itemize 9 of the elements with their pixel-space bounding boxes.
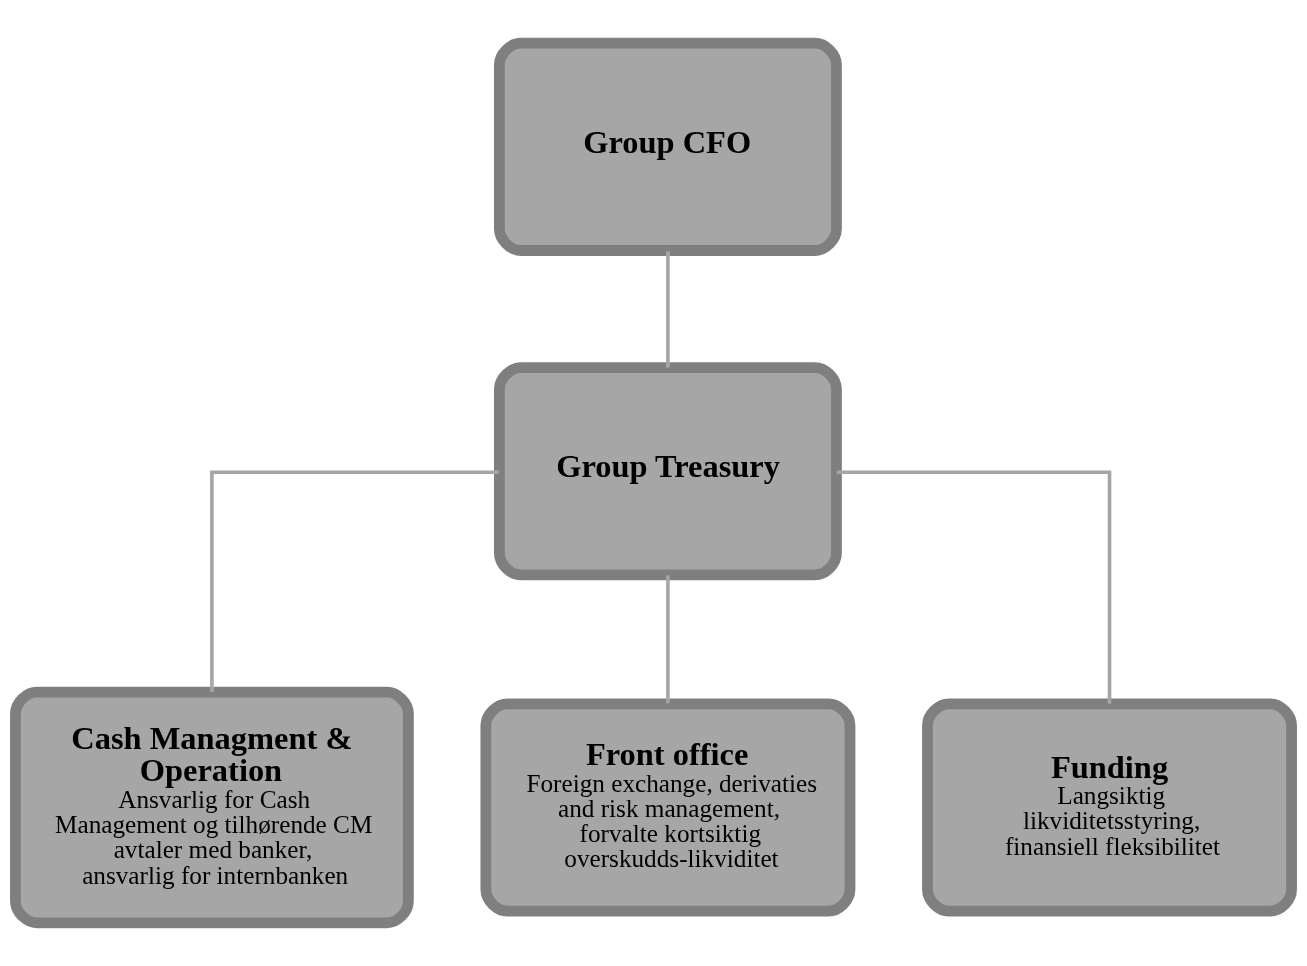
node-box: Funding Langsiktig likviditetsstyring, finansiell fleksibilitet (922, 698, 1297, 917)
connector (666, 251, 670, 368)
connector (666, 575, 670, 704)
connector (210, 470, 499, 693)
node-box: Front office Foreign exchange, derivaties and risk management, forvalte kortsiktig overskudds-likviditet (480, 698, 856, 917)
node-box: Group CFO (494, 37, 842, 256)
connector (836, 470, 1112, 704)
node-box: Group Treasury (494, 362, 842, 581)
node-box: Cash Managment & Operation Ansvarlig for Cash Management og tilhørende CM avtaler med banker, ansvarlig for internbanken (10, 686, 414, 929)
